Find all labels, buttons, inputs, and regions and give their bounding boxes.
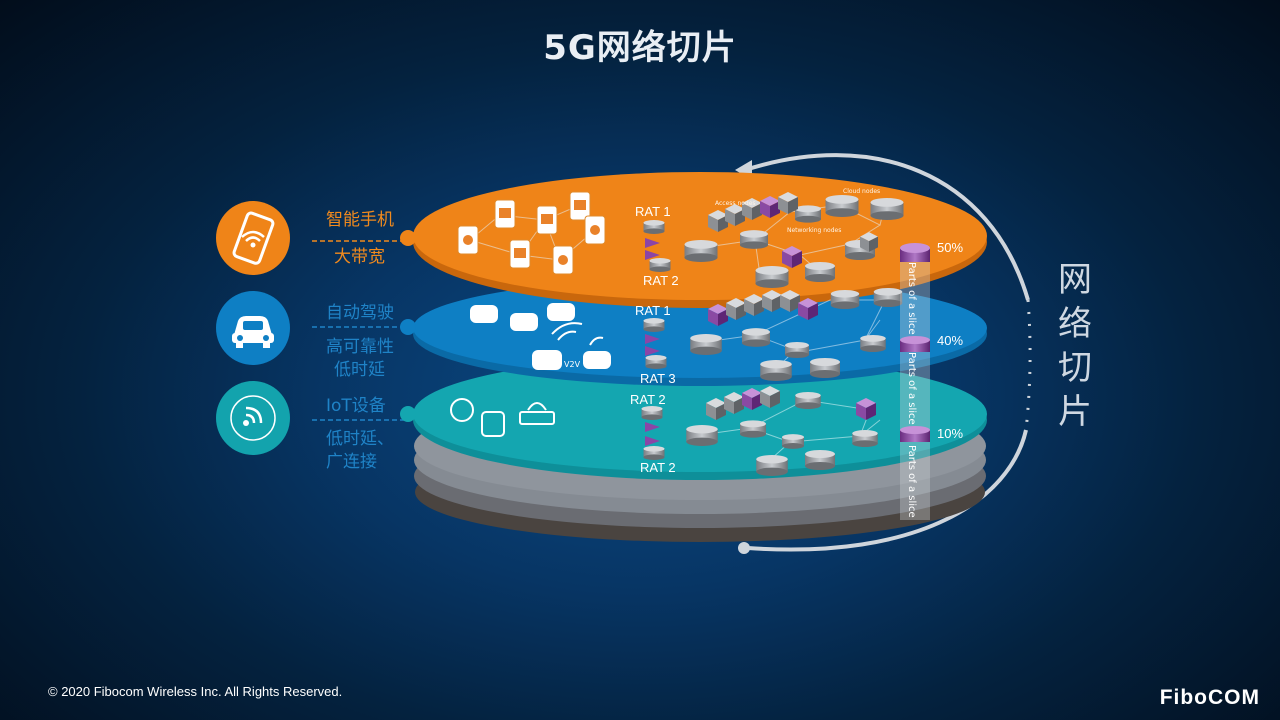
network-slicing-side-title: 网 络 切 片 (1050, 258, 1100, 434)
use-case-smartphone-title: 智能手机 (326, 210, 394, 230)
layer1-slice-label: Parts of a slice (906, 262, 917, 335)
use-case-iot-desc-1: 低时延、 (326, 429, 394, 449)
car-circle (216, 291, 290, 365)
layer1-rat-top: RAT 1 (635, 204, 671, 219)
layer1-rat-bottom: RAT 2 (643, 273, 679, 288)
use-case-driving-desc-2: 低时延 (334, 360, 385, 380)
rat-arrows (645, 238, 660, 446)
layer2-slice-label: Parts of a slice (906, 352, 917, 425)
smartphone-circle (216, 201, 290, 275)
fibocom-logo: FiboCOM (1159, 686, 1260, 709)
layer2-car-icons (470, 303, 611, 370)
use-case-iot-title: IoT设备 (326, 396, 386, 416)
slice-cycle-arc (744, 153, 1032, 552)
side-title-char: 片 (1058, 392, 1092, 432)
layer2-rat-bottom: RAT 3 (640, 371, 676, 386)
use-case-iot-desc-2: 广连接 (326, 452, 377, 472)
networking-nodes-label: Networking nodes (787, 227, 841, 234)
layer3-iot-icons (450, 398, 555, 437)
use-case-driving-title: 自动驾驶 (326, 303, 394, 323)
use-case-smartphone-desc: 大带宽 (334, 247, 385, 267)
smartphone-wifi-icon (232, 211, 275, 265)
layer2-percent: 40% (937, 333, 963, 348)
side-title-char: 切 (1058, 348, 1092, 388)
layer3-slice-label: Parts of a slice (906, 445, 917, 518)
car-icon (232, 316, 274, 348)
side-title-char: 网 (1058, 260, 1092, 300)
copyright-footer: © 2020 Fibocom Wireless Inc. All Rights … (48, 684, 343, 699)
layer3-rat-top: RAT 2 (630, 392, 666, 407)
slide-title: 5G网络切片 (543, 28, 737, 68)
access-nodes-label: Access nodes (715, 200, 756, 207)
layer2-rat-top: RAT 1 (635, 303, 671, 318)
use-case-connectors (312, 230, 416, 422)
layer3-percent: 10% (937, 426, 963, 441)
iot-signal-icon (230, 395, 276, 441)
layer1-percent: 50% (937, 240, 963, 255)
cloud-nodes-label: Cloud nodes (843, 188, 880, 195)
layer1-device-screen-icons (463, 200, 600, 265)
v2v-wave-icon (551, 322, 604, 346)
slice-column (900, 243, 930, 520)
use-case-driving-desc-1: 高可靠性 (326, 337, 394, 357)
layer-iot (413, 356, 987, 480)
layer3-rat-bottom: RAT 2 (640, 460, 676, 475)
arc-arrow-tail-icon (738, 542, 750, 554)
v2v-label: V2V (564, 360, 581, 369)
side-title-char: 络 (1058, 304, 1092, 344)
iot-circle (216, 381, 290, 455)
